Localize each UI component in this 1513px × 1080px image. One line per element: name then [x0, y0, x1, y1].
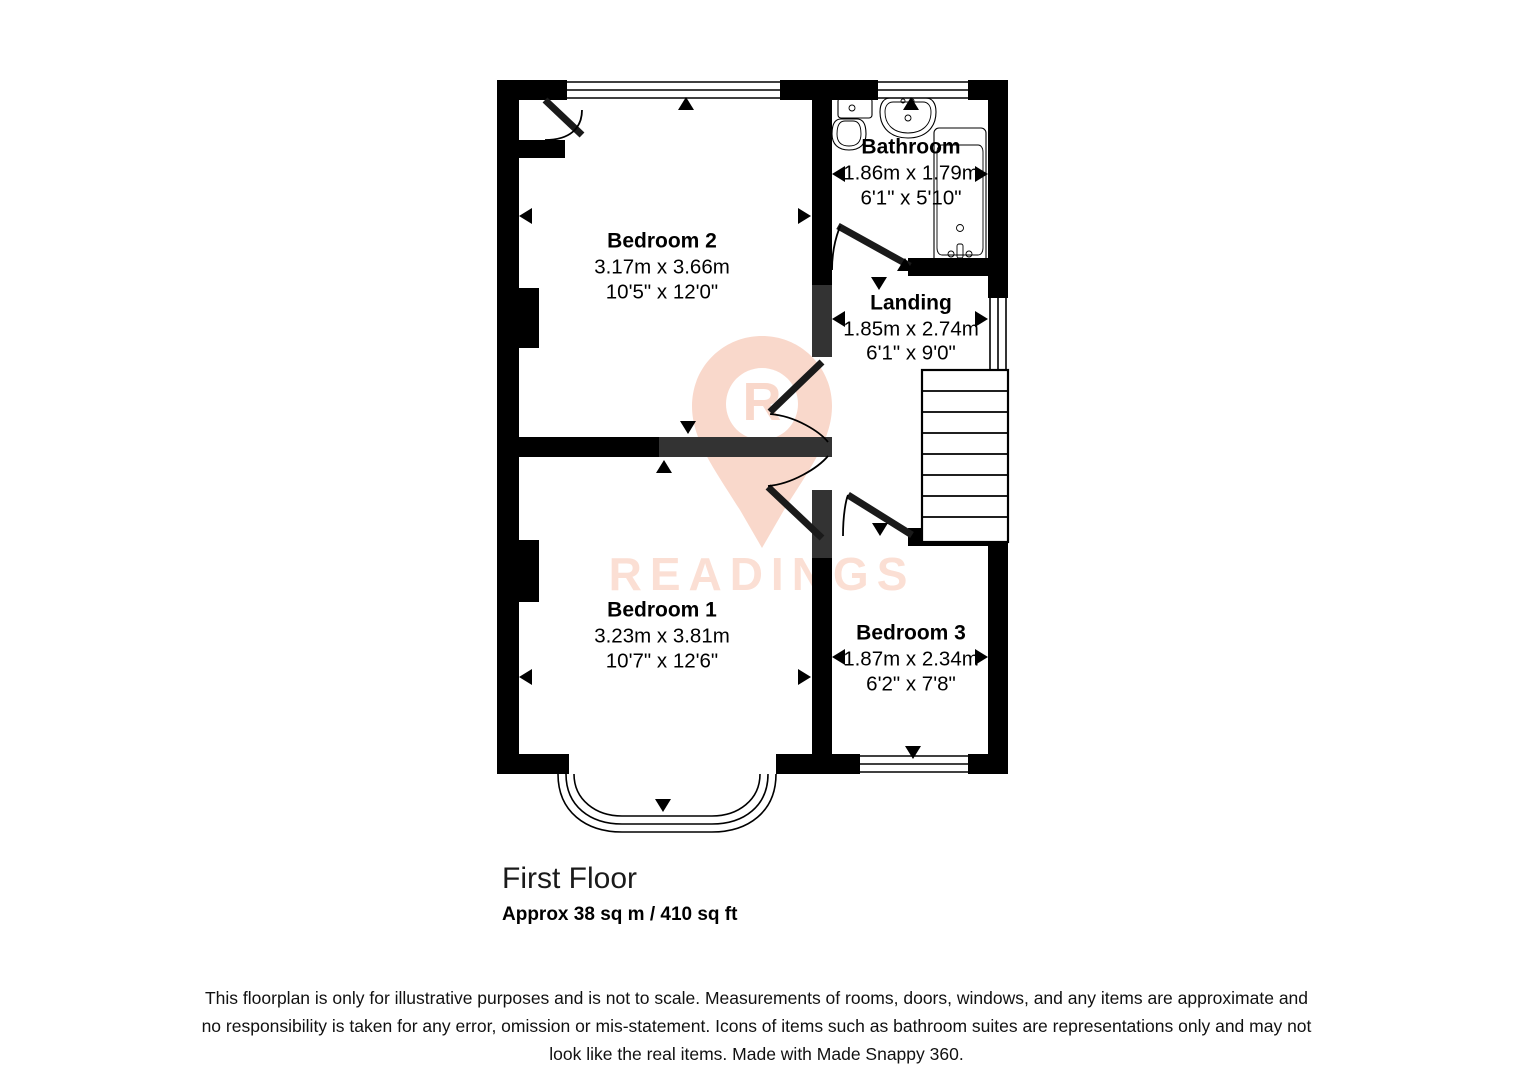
room-label-bathroom: Bathroom 1.86m x 1.79m 6'1" x 5'10" — [843, 136, 979, 210]
dimension-arrows — [519, 97, 988, 812]
room-imperial-bedroom-1: 10'7" x 12'6" — [606, 649, 718, 672]
stairs-icon — [920, 368, 1010, 544]
bathtub-icon — [933, 127, 987, 264]
door-bedroom3 — [842, 492, 914, 538]
window-bedroom2-north — [567, 80, 780, 100]
room-metric-bathroom: 1.86m x 1.79m — [843, 161, 979, 184]
room-imperial-bedroom-2: 10'5" x 12'0" — [606, 280, 718, 303]
bay-window-bedroom1-south — [557, 773, 777, 833]
room-label-bedroom-2: Bedroom 2 3.17m x 3.66m 10'5" x 12'0" — [594, 230, 730, 304]
room-name-bedroom-1: Bedroom 1 — [607, 599, 717, 622]
room-metric-bedroom-3: 1.87m x 2.34m — [843, 647, 979, 670]
room-label-landing: Landing 1.85m x 2.74m 6'1" x 9'0" — [843, 292, 979, 365]
room-metric-bedroom-2: 3.17m x 3.66m — [594, 255, 730, 278]
room-metric-landing: 1.85m x 2.74m — [843, 317, 979, 340]
watermark-brand: READINGS — [609, 548, 916, 600]
floor-area: Approx 38 sq m / 410 sq ft — [502, 903, 738, 925]
door-bathroom — [831, 222, 912, 271]
room-imperial-bedroom-3: 6'2" x 7'8" — [866, 672, 956, 695]
chimney-breast-lower — [497, 540, 539, 602]
watermark-letter: R — [743, 372, 782, 432]
room-imperial-landing: 6'1" x 9'0" — [866, 341, 956, 364]
room-name-bedroom-2: Bedroom 2 — [607, 230, 717, 253]
room-label-bedroom-3: Bedroom 3 1.87m x 2.34m 6'2" x 7'8" — [843, 622, 979, 696]
toilet-icon — [831, 97, 873, 151]
room-name-bathroom: Bathroom — [861, 136, 960, 159]
floorplan-svg: R READINGS — [497, 80, 1010, 833]
watermark-logo: R READINGS — [609, 336, 916, 600]
room-name-bedroom-3: Bedroom 3 — [856, 622, 966, 645]
room-metric-bedroom-1: 3.23m x 3.81m — [594, 624, 730, 647]
room-name-landing: Landing — [870, 292, 952, 315]
door-landing-bedroom1 — [765, 455, 829, 541]
room-imperial-bathroom: 6'1" x 5'10" — [860, 186, 961, 209]
chimney-breast-upper — [497, 288, 539, 348]
interior-walls — [519, 80, 988, 774]
floor-title: First Floor — [502, 862, 637, 895]
floorplan-caption: First Floor Approx 38 sq m / 410 sq ft T… — [0, 862, 1513, 1069]
door-landing-bedroom2 — [767, 359, 829, 443]
door-bedroom2 — [519, 97, 585, 158]
disclaimer-text: This floorplan is only for illustrative … — [201, 987, 1312, 1065]
room-label-bedroom-1: Bedroom 1 3.23m x 3.81m 10'7" x 12'6" — [594, 599, 730, 673]
floorplan-drawing: R READINGS — [497, 80, 1010, 833]
sink-icon — [879, 97, 937, 139]
window-bathroom-north — [878, 80, 968, 100]
